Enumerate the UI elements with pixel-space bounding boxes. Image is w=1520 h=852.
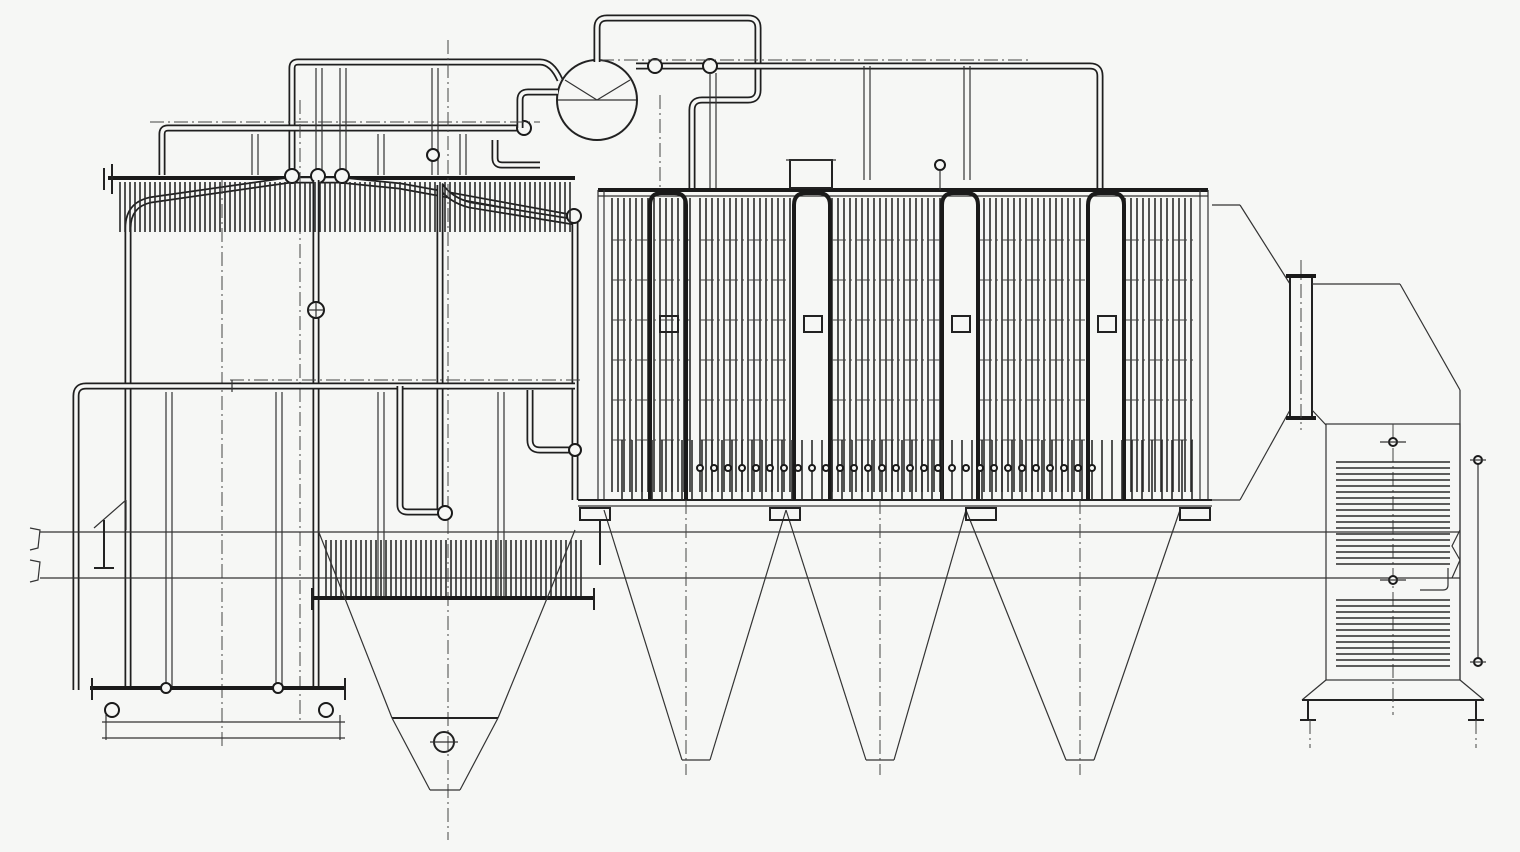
middle-header — [72, 379, 582, 690]
furnace-chamber — [103, 40, 582, 840]
upper-header-network — [150, 58, 564, 175]
support-shoes — [579, 507, 1211, 565]
economizer-unit — [1300, 423, 1486, 748]
floor-lines — [29, 499, 1461, 583]
screen-tubes-bottom — [325, 540, 582, 596]
cyclone-hoppers — [579, 500, 1211, 775]
screen-tubes-top — [119, 182, 571, 232]
flue-duct — [1212, 204, 1461, 680]
slag-hopper — [317, 529, 576, 791]
economizer-coils — [1336, 461, 1450, 667]
steam-drum — [556, 59, 638, 141]
saturated-steam-line — [600, 58, 1104, 190]
convection-tube-banks — [611, 191, 1196, 500]
drum-riser-loop — [593, 14, 762, 190]
convection-casing — [578, 159, 1212, 507]
